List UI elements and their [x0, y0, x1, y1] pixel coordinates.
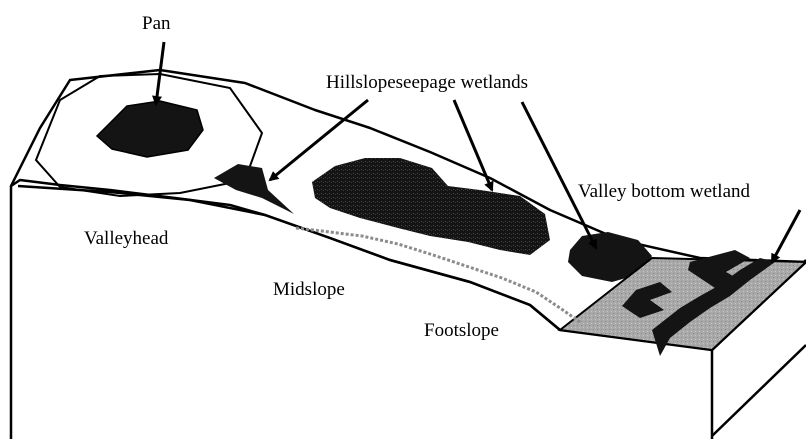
valleyhead-label: Valleyhead — [84, 229, 168, 248]
midslope-label: Midslope — [273, 280, 345, 299]
valley-bottom-arrow — [772, 210, 800, 262]
valley-bottom-label: Valley bottom wetland — [578, 182, 750, 201]
pan-label: Pan — [142, 14, 171, 33]
right-bottom-edge — [712, 345, 806, 436]
hillslope-seepage-label: Hillslopeseepage wetlands — [326, 73, 528, 92]
footslope-label: Footslope — [424, 321, 499, 340]
